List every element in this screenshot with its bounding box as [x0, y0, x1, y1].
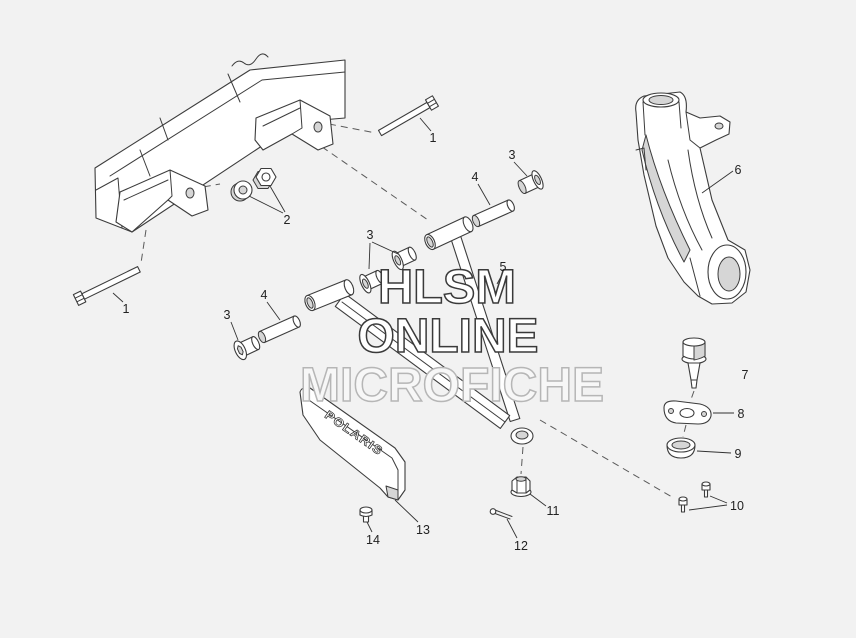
leader-line: [419, 117, 432, 132]
callout-lower-bolt: 1: [123, 302, 130, 316]
cotter-pin: [489, 508, 513, 520]
hex-nut: [252, 167, 277, 189]
callout-a-arm: 5: [500, 260, 507, 274]
leader-line: [701, 170, 734, 194]
callout-lower-bushing: 3: [224, 308, 231, 322]
callout-small-bolt: 14: [366, 533, 380, 547]
leader-line: [368, 242, 371, 270]
dust-cap: [666, 437, 696, 459]
leader-line: [688, 504, 728, 511]
leader-line: [496, 272, 504, 285]
watermark-line-2: ONLINE: [358, 310, 539, 363]
callout-skid-plate: 13: [416, 523, 430, 537]
leader-line: [266, 301, 281, 321]
middle-bushing-lower: [359, 269, 385, 294]
spindle-knuckle: [635, 91, 751, 305]
a-arm-lower-pivot: [304, 279, 355, 312]
a-arm-ball-joint-eye: [510, 427, 534, 445]
assembly-line: [539, 419, 673, 498]
screw-right: [701, 481, 711, 498]
callout-upper-bolt: 1: [430, 131, 437, 145]
a-arm-upper-pivot: [424, 216, 474, 251]
leader-line: [230, 321, 239, 341]
lower-bolt: [72, 266, 141, 306]
frame-rail: [94, 53, 346, 233]
callout-dust-cap: 9: [735, 447, 742, 461]
callout-screws: 10: [730, 499, 744, 513]
a-arm: [304, 216, 534, 445]
upper-sleeve: [471, 199, 515, 228]
leader-line: [394, 499, 419, 523]
callout-mounting-plate: 8: [738, 407, 745, 421]
assembly-line: [682, 424, 687, 438]
leader-line: [513, 161, 528, 177]
callout-upper-sleeve: 4: [472, 170, 479, 184]
small-bolt: [359, 506, 373, 523]
watermark-line-3: MICROFICHE: [300, 359, 604, 412]
screw-left: [678, 496, 688, 513]
callout-cotter-pin: 12: [514, 539, 528, 553]
leader-line: [529, 493, 547, 507]
callout-flange-nut: 11: [547, 504, 560, 518]
leader-line: [696, 450, 732, 454]
leader-line: [709, 495, 728, 504]
callout-spindle: 6: [735, 163, 742, 177]
assembly-line: [520, 446, 524, 475]
upper-bolt: [377, 95, 439, 137]
leader-line: [506, 518, 518, 539]
assembly-line: [328, 123, 377, 134]
callouts: 1 3 4 6 2 3 5 1 4 3 7 8 9 10 11 13 14 12: [123, 131, 749, 553]
watermark: HLSM ONLINE MICROFICHE: [299, 260, 605, 413]
leader-line: [371, 241, 399, 255]
callout-nuts: 2: [284, 213, 291, 227]
assembly-line: [140, 229, 147, 264]
leader-line: [112, 292, 124, 303]
callout-lower-sleeve: 4: [261, 288, 268, 302]
leader-line: [477, 183, 491, 206]
round-nut: [230, 180, 253, 202]
flange-nut: [510, 476, 532, 498]
lower-bushing: [233, 336, 261, 361]
mounting-plate: [663, 400, 712, 425]
leader-lines: [112, 117, 734, 539]
watermark-line-1: HLSM: [378, 261, 516, 314]
middle-bushing-upper: [391, 246, 417, 271]
leader-line: [366, 521, 373, 533]
ball-joint: [681, 337, 707, 389]
leader-line: [248, 195, 284, 214]
callout-middle-bushings: 3: [367, 228, 374, 242]
upper-bushing: [517, 170, 544, 195]
callout-upper-bushing: 3: [509, 148, 516, 162]
lower-sleeve: [257, 315, 301, 344]
leader-line: [269, 185, 286, 213]
callout-ball-joint: 7: [742, 368, 749, 382]
